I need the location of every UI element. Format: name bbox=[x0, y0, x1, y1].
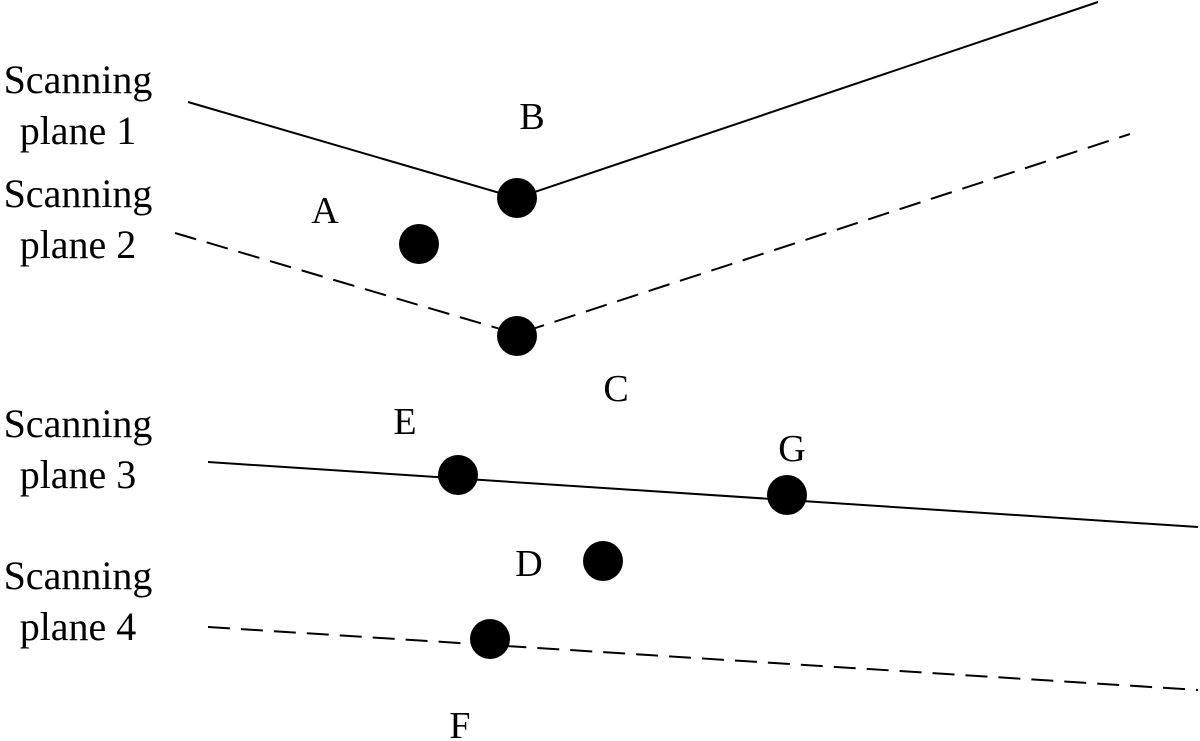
plane-1-line bbox=[187, 1, 1099, 200]
plane-1-label-line2: plane 1 bbox=[20, 108, 137, 153]
point-c-dot bbox=[497, 316, 537, 356]
plane-2-line bbox=[174, 133, 1131, 336]
point-a-dot bbox=[399, 224, 439, 264]
plane-3-label-line1: Scanning bbox=[4, 401, 153, 446]
plane-4-label-line1: Scanning bbox=[4, 553, 153, 598]
point-a-label: A bbox=[311, 190, 339, 232]
point-g-label: G bbox=[778, 428, 805, 470]
plane-2-label-line1: Scanning bbox=[4, 171, 153, 216]
plane-3-line bbox=[207, 461, 1199, 528]
point-f-dot bbox=[470, 619, 510, 659]
plane-4-line bbox=[207, 626, 1199, 691]
point-b-dot bbox=[497, 178, 537, 218]
plane-1-label-line1: Scanning bbox=[4, 57, 153, 102]
point-e-label: E bbox=[393, 401, 416, 443]
point-c-label: C bbox=[603, 368, 628, 410]
point-b-label: B bbox=[519, 96, 544, 138]
point-e-dot bbox=[438, 455, 478, 495]
plane-3-label-line2: plane 3 bbox=[20, 452, 137, 497]
plane-2-label-line2: plane 2 bbox=[20, 222, 137, 267]
point-d-label: D bbox=[515, 543, 542, 585]
plane-4-label-line2: plane 4 bbox=[20, 604, 137, 649]
point-f-label: F bbox=[449, 705, 470, 741]
point-d-dot bbox=[583, 541, 623, 581]
point-g-dot bbox=[767, 475, 807, 515]
